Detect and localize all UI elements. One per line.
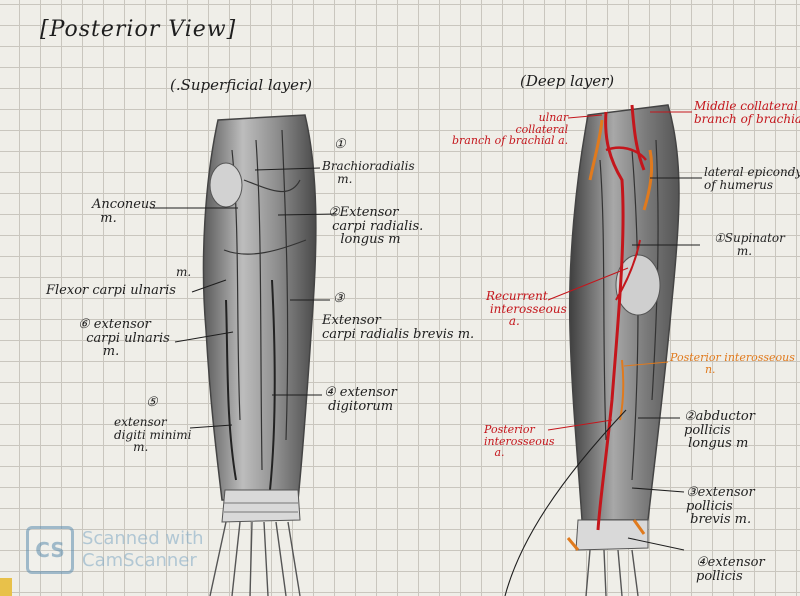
label-extensor-carpi-ulnaris: ⑥ extensor carpi ulnaris m. <box>78 317 170 360</box>
label-supinator: ①Supinator m. <box>714 231 785 258</box>
label-posterior-interosseous-artery: Posterior interosseous a. <box>484 423 555 460</box>
label-recurrent-interosseous-artery: Recurrent interosseous a. <box>486 289 567 329</box>
label-abductor-pollicis-longus: ②abductor pollicis longus m <box>684 409 755 452</box>
superficial-layer-heading: (.Superficial layer) <box>170 76 313 94</box>
deep-forearm-drawing <box>566 104 680 596</box>
label-extensor-pollicis-brevis: ③extensor pollicis brevis m. <box>686 485 755 528</box>
notebook-edge-tab <box>0 578 12 596</box>
red-leader-lines <box>547 111 692 431</box>
label-extensor-carpi-radialis-brevis: Extensor carpi radialis brevis m. <box>322 313 475 342</box>
label-ulnar-collateral-branch: ulnar collateral branch of brachial a. <box>452 111 569 148</box>
label-extensor-digiti-minimi: extensor digiti minimi m. <box>114 415 192 455</box>
label-extensor-carpi-radialis-longus: ②Extensor carpi radialis. longus m <box>328 205 424 248</box>
label-extensor-pollicis-longus: ④extensor pollicis <box>696 555 765 584</box>
label-number-5: ⑤ <box>146 395 158 410</box>
leader-lines <box>150 167 702 596</box>
label-number-3: ③ <box>333 291 345 306</box>
label-number-1: ① <box>334 137 346 152</box>
camscanner-watermark: CS Scanned with CamScanner <box>26 526 204 574</box>
label-posterior-interosseous-nerve: Posterior interosseous n. <box>670 351 795 376</box>
camscanner-logo-icon: CS <box>26 526 74 574</box>
label-brachioradialis: Brachioradialis m. <box>322 159 415 186</box>
camscanner-watermark-text: Scanned with CamScanner <box>82 528 204 571</box>
label-extensor-digitorum: ④ extensor digitorum <box>324 385 397 414</box>
orange-leader-lines <box>623 361 669 367</box>
label-flexor-carpi-ulnaris: Flexor carpi ulnaris <box>46 283 176 298</box>
label-m-marker: m. <box>176 265 192 279</box>
label-anconeus: Anconeus m. <box>92 197 156 226</box>
page-title: [Posterior View] <box>40 17 237 42</box>
label-lateral-epicondyle: lateral epicondyle of humerus <box>704 165 800 192</box>
label-middle-collateral-branch: Middle collateral branch of brachial <box>694 99 800 126</box>
superficial-forearm-drawing <box>202 114 317 596</box>
deep-layer-heading: (Deep layer) <box>520 72 615 90</box>
